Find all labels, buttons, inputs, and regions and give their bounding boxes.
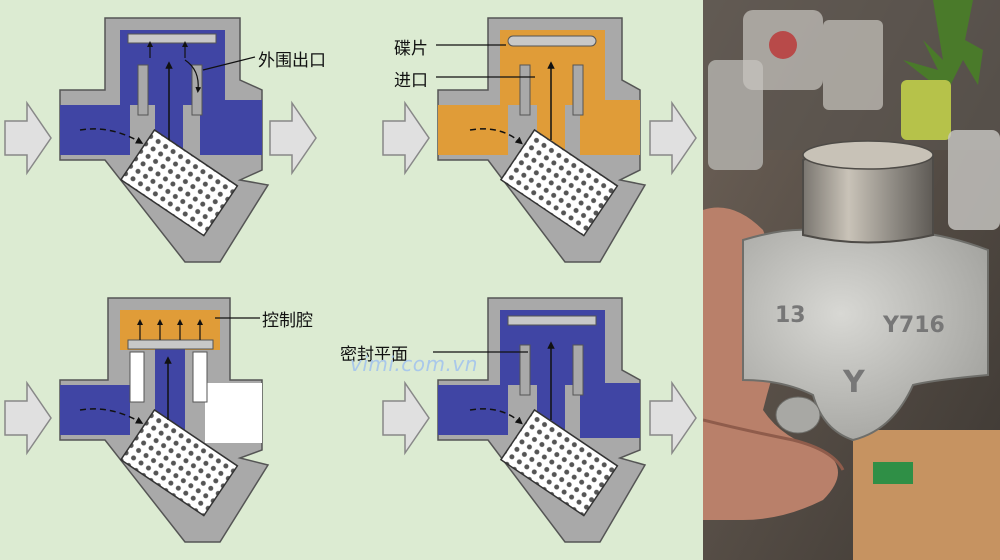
panel-bottom-right bbox=[382, 297, 697, 543]
marking-model: Y716 bbox=[882, 313, 945, 338]
outlet-arrow bbox=[269, 102, 317, 174]
strainer bbox=[499, 408, 619, 517]
strainer bbox=[499, 128, 619, 237]
outlet-arrow bbox=[649, 382, 697, 454]
label-control-chamber: 控制腔 bbox=[262, 311, 313, 331]
marking-left-number: 13 bbox=[775, 303, 806, 328]
inlet-channel bbox=[60, 105, 130, 155]
panel-top-right bbox=[382, 17, 697, 263]
diagram-area: 外围出口 碟片 进口 控制腔 密封平面 vimi.com.vn bbox=[0, 0, 703, 560]
inlet-arrow bbox=[4, 382, 52, 454]
outlet-channel bbox=[200, 100, 262, 155]
strainer bbox=[119, 408, 239, 517]
label-inlet: 进口 bbox=[394, 71, 428, 91]
outlet-channel bbox=[205, 383, 262, 443]
label-disc: 碟片 bbox=[394, 39, 428, 59]
panel-bottom-left bbox=[4, 297, 270, 543]
disc bbox=[507, 35, 597, 47]
marking-arrow: Y bbox=[842, 365, 866, 400]
valve-photo: 13 Y716 Y bbox=[703, 0, 1000, 560]
outlet-arrow bbox=[649, 102, 697, 174]
inlet-arrow bbox=[4, 102, 52, 174]
box bbox=[853, 430, 1000, 560]
outlet-channel bbox=[580, 100, 640, 155]
panel-top-left bbox=[4, 17, 317, 263]
label-sealing-face: 密封平面 bbox=[340, 345, 408, 365]
valve-diagrams bbox=[4, 17, 697, 543]
disc bbox=[507, 315, 597, 326]
plant bbox=[903, 0, 983, 90]
photo-panel: 13 Y716 Y bbox=[703, 0, 1000, 560]
inlet-channel bbox=[60, 385, 130, 435]
watermark: vimi.com.vn bbox=[350, 352, 478, 376]
outlet-channel bbox=[580, 383, 640, 438]
strainer bbox=[119, 128, 239, 237]
inlet-arrow bbox=[382, 382, 430, 454]
inlet-arrow bbox=[382, 102, 430, 174]
disc bbox=[127, 33, 217, 44]
label-outer-outlet: 外围出口 bbox=[258, 51, 326, 71]
disc bbox=[127, 339, 214, 350]
